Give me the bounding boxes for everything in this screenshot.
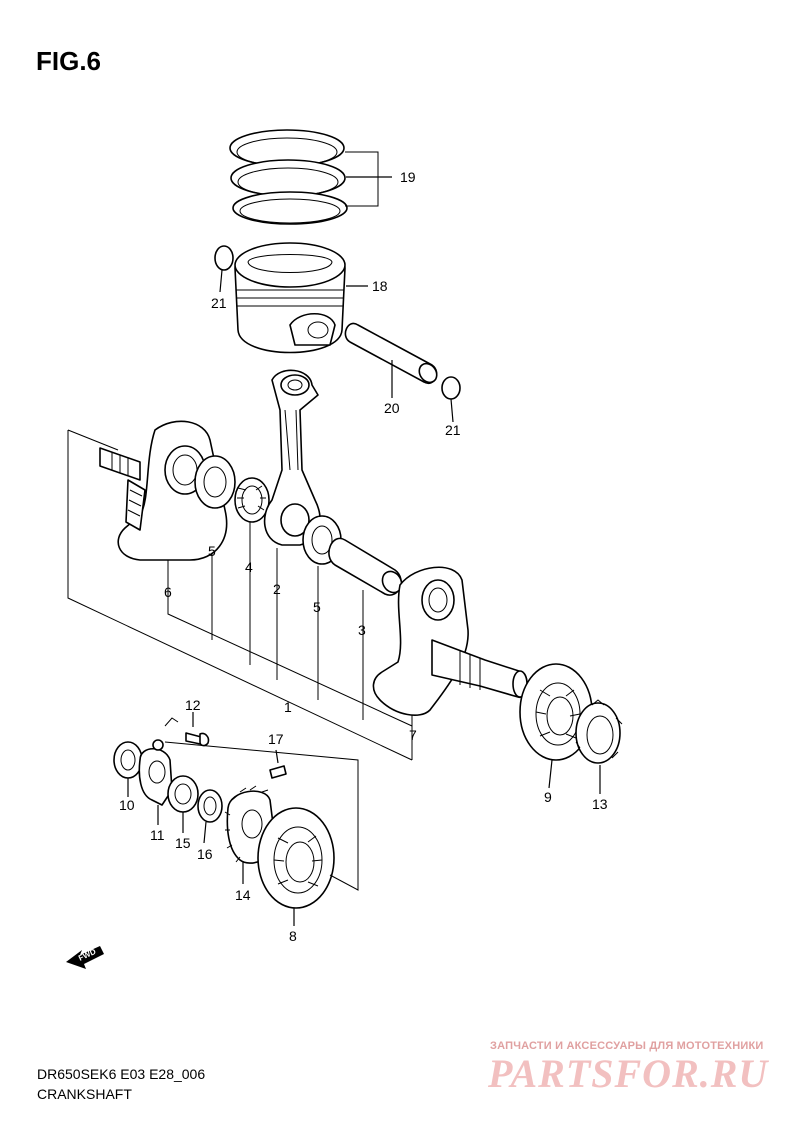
washer	[197, 789, 223, 844]
assembly-bracket-lines	[67, 429, 413, 761]
piston-pin-circlip-left	[214, 245, 234, 293]
callout-7: 7	[409, 727, 417, 743]
callout-15: 15	[175, 835, 191, 851]
callout-9: 9	[544, 789, 552, 805]
piston	[234, 242, 368, 354]
callout-4: 4	[245, 559, 253, 575]
callout-6: 6	[164, 584, 172, 600]
woodruff-key	[269, 749, 287, 779]
thrust-washer-left	[194, 455, 236, 509]
callout-21-right: 21	[445, 422, 461, 438]
callout-2: 2	[273, 581, 281, 597]
retainer-plate	[138, 739, 173, 825]
bearing-retainer-nut	[575, 699, 623, 794]
spacer	[167, 775, 199, 833]
callout-3: 3	[358, 622, 366, 638]
crank-pin	[328, 537, 403, 596]
bolt	[164, 712, 210, 747]
callout-19: 19	[400, 169, 416, 185]
left-crank-web	[99, 420, 228, 561]
right-main-bearing	[519, 663, 593, 789]
callout-5-left: 5	[208, 543, 216, 559]
callout-labels: 19 18 21 20 21 5 4 2 6 5 3 1 12 7 17 9 1…	[119, 169, 608, 944]
model-code: DR650SEK6 E03 E28_006	[37, 1066, 206, 1082]
callout-12: 12	[185, 697, 201, 713]
watermark-logo: PARTSFOR.RU	[488, 1051, 769, 1096]
callout-20: 20	[384, 400, 400, 416]
callout-10: 10	[119, 797, 135, 813]
callout-17: 17	[268, 731, 284, 747]
callout-14: 14	[235, 887, 251, 903]
needle-bearing	[234, 477, 270, 523]
callout-13: 13	[592, 796, 608, 812]
callout-11: 11	[150, 827, 165, 843]
callout-5-right: 5	[313, 599, 321, 615]
piston-rings	[229, 129, 392, 225]
callout-8: 8	[289, 928, 297, 944]
forward-direction-arrow: FWD	[66, 946, 104, 969]
watermark-tagline: ЗАПЧАСТИ И АКСЕССУАРЫ ДЛЯ МОТОТЕХНИКИ	[490, 1040, 764, 1052]
callout-16: 16	[197, 846, 213, 862]
callout-1: 1	[284, 699, 292, 715]
left-main-bearing	[164, 741, 359, 926]
diagram-caption: CRANKSHAFT	[37, 1086, 132, 1102]
figure-title: FIG.6	[36, 46, 102, 76]
oil-seal	[113, 741, 143, 797]
callout-21-left: 21	[211, 295, 227, 311]
callout-18: 18	[372, 278, 388, 294]
piston-pin-circlip-right	[441, 376, 461, 423]
piston-pin	[344, 322, 438, 398]
